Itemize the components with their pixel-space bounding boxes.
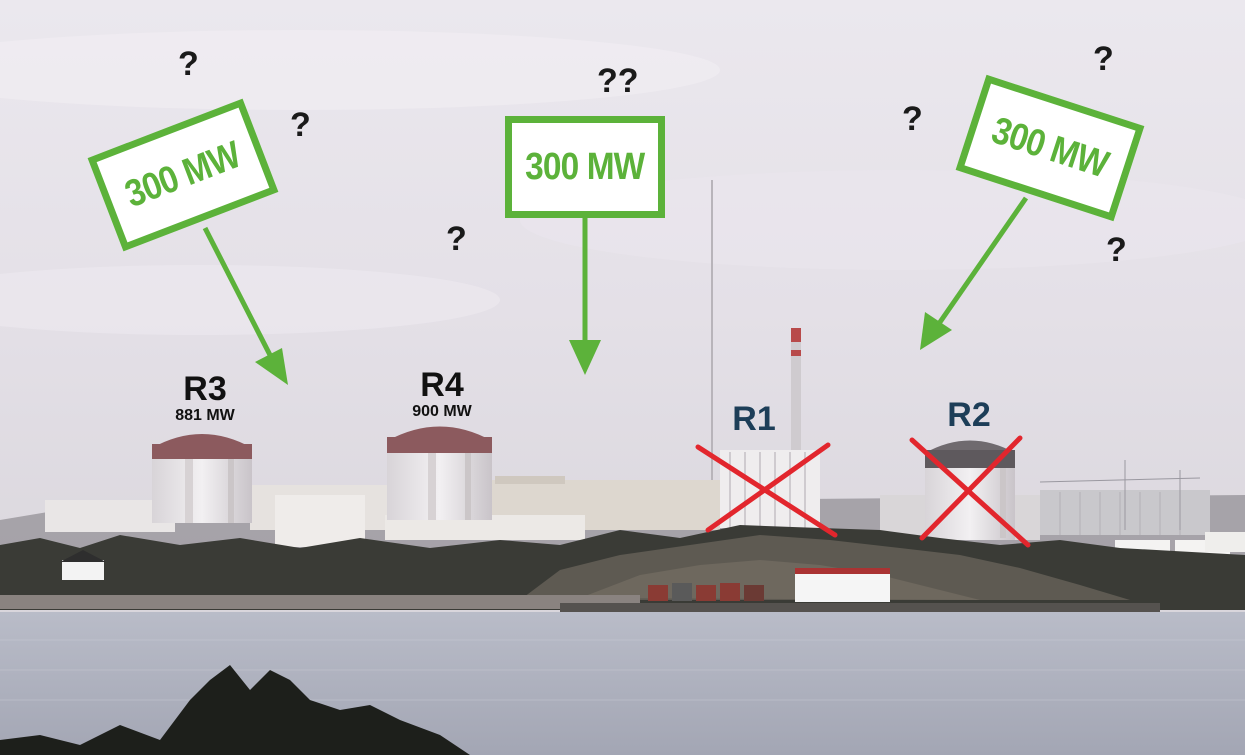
question-mark: ? bbox=[902, 100, 923, 138]
reactor-name: R2 bbox=[947, 396, 991, 434]
arrow-right bbox=[920, 196, 1029, 350]
reactor-label-r3: R3 881 MW bbox=[165, 372, 245, 424]
reactor-power: 900 MW bbox=[412, 403, 472, 420]
building bbox=[495, 476, 565, 484]
question-mark: ? bbox=[446, 220, 467, 258]
reactor-label-r4: R4 900 MW bbox=[402, 368, 482, 420]
chimney bbox=[791, 328, 801, 453]
reactor-r3 bbox=[152, 434, 252, 523]
question-mark: ?? bbox=[597, 62, 639, 100]
question-mark: ? bbox=[290, 106, 311, 144]
sign-text: 300 MW bbox=[119, 133, 246, 216]
reactor-r2 bbox=[925, 440, 1015, 540]
reactor-name: R4 bbox=[420, 366, 464, 404]
question-mark: ? bbox=[178, 45, 199, 83]
arrow-middle bbox=[569, 218, 601, 375]
arrow-left bbox=[202, 226, 288, 385]
building bbox=[1205, 532, 1245, 552]
sign-text: 300 MW bbox=[525, 145, 645, 188]
beach bbox=[0, 595, 640, 609]
reactor-name: R3 bbox=[183, 370, 227, 408]
pier bbox=[560, 603, 1160, 613]
house bbox=[795, 572, 890, 602]
sign-300mw-middle: 300 MW bbox=[505, 116, 665, 218]
reactor-label-r2: R2 bbox=[937, 398, 1001, 432]
sign-text: 300 MW bbox=[986, 109, 1114, 186]
foreground-shrubs bbox=[0, 665, 470, 755]
power-lines bbox=[1039, 460, 1201, 530]
chimney-red-band bbox=[791, 328, 801, 342]
cloud bbox=[0, 265, 500, 335]
boathouses bbox=[648, 583, 764, 601]
question-mark: ? bbox=[1106, 231, 1127, 269]
reactor-label-r1: R1 bbox=[722, 402, 786, 436]
reactor-r4 bbox=[387, 426, 492, 520]
question-mark: ? bbox=[1093, 40, 1114, 78]
house bbox=[62, 560, 104, 580]
reactor-name: R1 bbox=[732, 400, 776, 438]
cloud bbox=[0, 30, 720, 110]
cross-r2 bbox=[909, 435, 1031, 548]
reactor-power: 881 MW bbox=[175, 407, 235, 424]
cross-r1 bbox=[695, 442, 838, 538]
building bbox=[275, 495, 365, 547]
